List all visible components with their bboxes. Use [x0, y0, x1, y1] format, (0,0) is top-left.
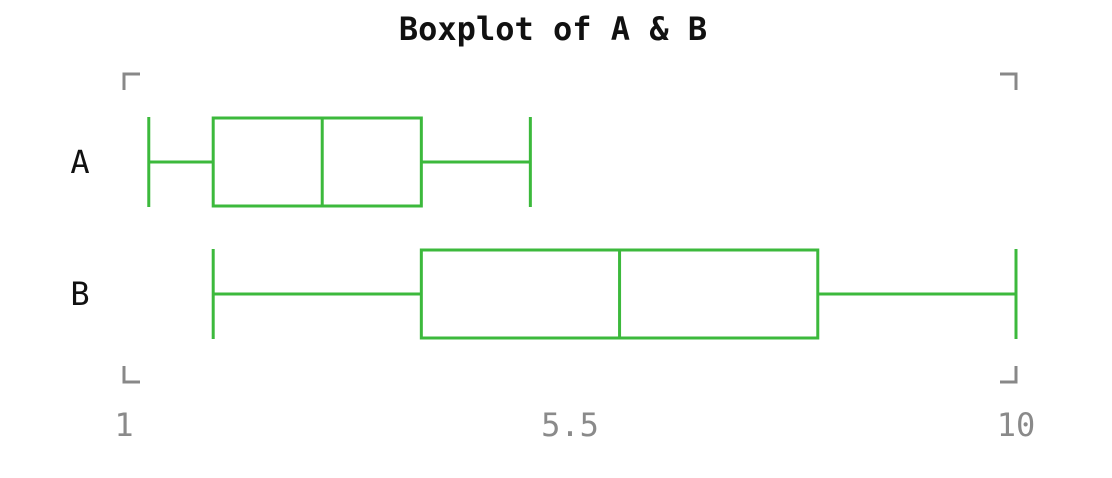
category-label: A	[70, 143, 89, 181]
chart-title: Boxplot of A & B	[399, 10, 707, 48]
x-tick-label: 5.5	[541, 406, 599, 444]
box-group-b: B	[70, 248, 1018, 340]
corner-top-right	[1000, 72, 1018, 90]
plot-frame-corners	[122, 72, 1018, 384]
iqr-box	[211, 116, 423, 208]
x-axis-ticks: 1 5.5 10	[114, 406, 1035, 444]
x-tick-label: 1	[114, 406, 133, 444]
corner-bottom-right	[1000, 366, 1018, 384]
x-tick-label: 10	[997, 406, 1036, 444]
corner-top-left	[122, 72, 140, 90]
category-label: B	[70, 275, 89, 313]
corner-bottom-left	[122, 366, 140, 384]
boxes-layer: AB	[70, 116, 1018, 340]
box-group-a: A	[70, 116, 532, 208]
